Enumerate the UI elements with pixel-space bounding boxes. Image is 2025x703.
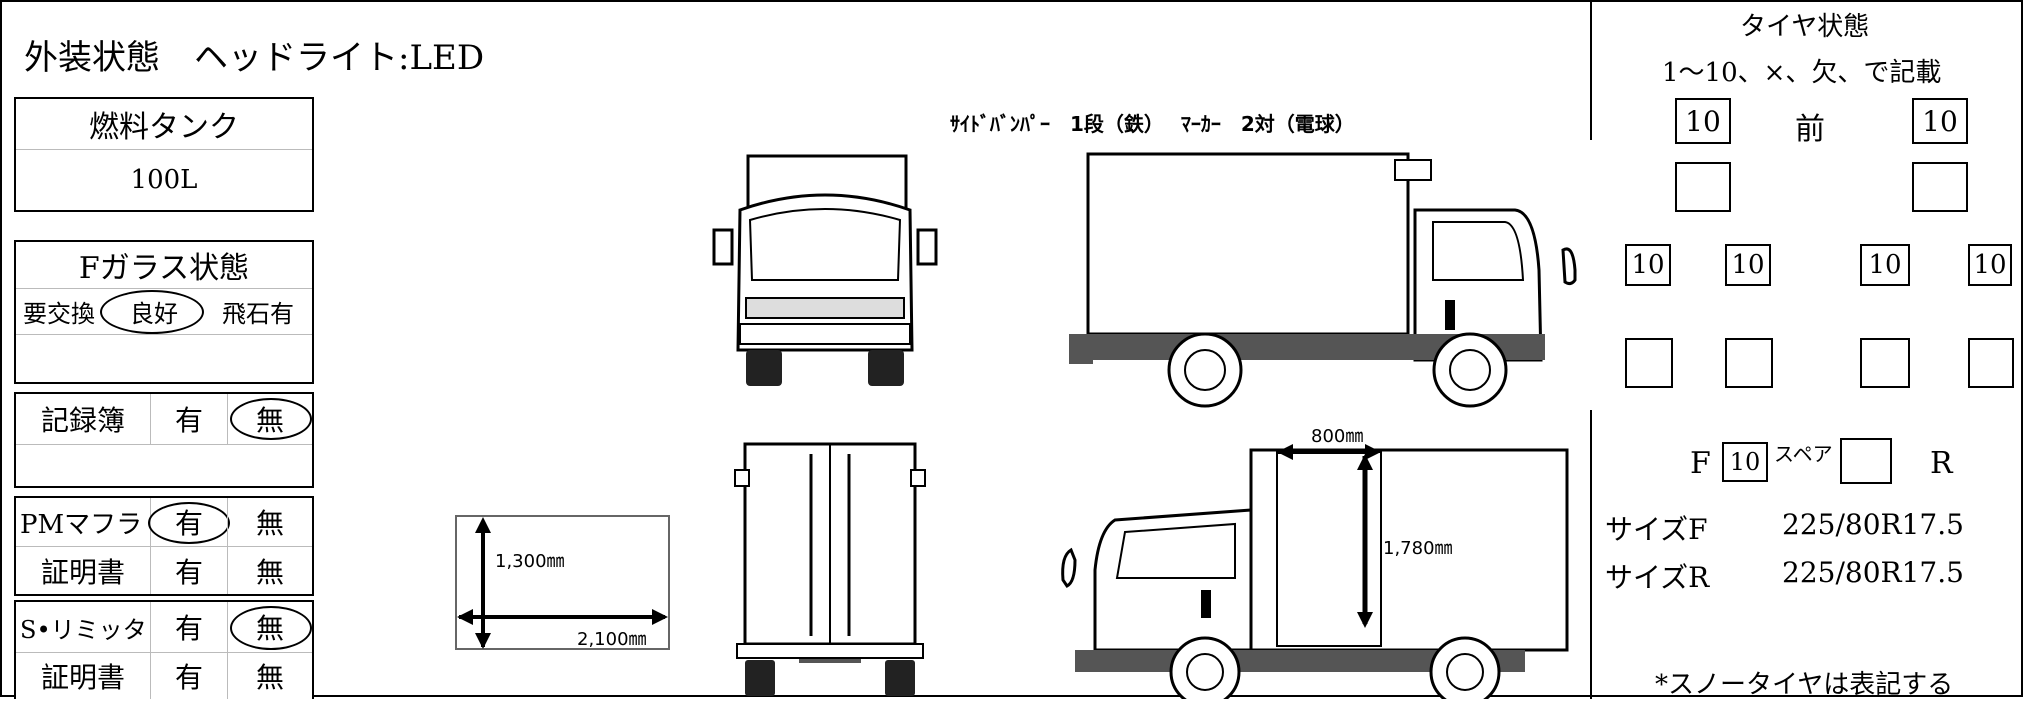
tire-front-label: 前 <box>1795 112 1825 147</box>
logbook-selected-circle <box>230 398 312 440</box>
pm-cert-yes[interactable]: 有 <box>174 555 203 589</box>
pm-cert-label: 証明書 <box>40 555 125 589</box>
spare-f-label: F <box>1690 446 1711 481</box>
size-r-value: 225/80R17.5 <box>1782 556 1964 589</box>
tire-section-divider-bottom <box>1590 410 1592 699</box>
tire-subtitle: 1～10、×、欠、で記載 <box>1662 58 1942 88</box>
tire-title: タイヤ状態 <box>1740 12 1870 42</box>
cargo-dimension-diagram: 1,300㎜ 2,100㎜ <box>455 515 670 650</box>
tire-rear-4[interactable]: 10 <box>1968 244 2012 286</box>
snow-tire-note: *スノータイヤは表記する <box>1655 670 1954 700</box>
tire-rear-3[interactable]: 10 <box>1860 244 1910 286</box>
logbook-box: 記録簿 有 無 <box>14 392 314 488</box>
tire-rear-5[interactable] <box>1625 338 1673 388</box>
front-glass-box: Fガラス状態 要交換 良好 飛石有 <box>14 240 314 384</box>
tire-rear-8[interactable] <box>1968 338 2014 388</box>
truck-side-view-right-image <box>1065 150 1590 410</box>
cargo-height-label: 1,300㎜ <box>495 551 565 572</box>
fuel-tank-value: 100L <box>130 165 198 195</box>
size-f-label: サイズF <box>1605 513 1708 546</box>
speed-limiter-selected-circle <box>230 606 312 650</box>
pm-muffler-box: PMマフラ 有 無 証明書 有 無 <box>14 496 314 596</box>
slimit-cert-no[interactable]: 無 <box>255 661 284 694</box>
door-width-label: 800㎜ <box>1311 426 1364 447</box>
cargo-width-label: 2,100㎜ <box>577 629 647 650</box>
glass-selected-circle <box>100 290 204 334</box>
spare-r-label: R <box>1930 446 1953 481</box>
tire-front-right-2[interactable] <box>1912 162 1968 212</box>
size-r-label: サイズR <box>1605 561 1710 594</box>
speed-limiter-yes[interactable]: 有 <box>174 612 203 645</box>
speed-limiter-box: S•リミッタ 有 無 証明書 有 無 <box>14 600 314 699</box>
truck-front-view-image <box>710 150 940 390</box>
spare-tire-value-2[interactable] <box>1840 438 1892 484</box>
pm-muffler-label: PMマフラ <box>20 509 143 540</box>
fuel-tank-box: 燃料タンク 100L <box>14 97 314 212</box>
logbook-label: 記録簿 <box>40 404 125 437</box>
spare-label: スペア <box>1774 442 1833 466</box>
tire-section-divider-top <box>1590 0 1592 140</box>
front-glass-label: Fガラス状態 <box>78 251 250 286</box>
glass-option-replace[interactable]: 要交換 <box>23 299 95 328</box>
pm-muffler-selected-circle <box>148 502 230 544</box>
tire-front-left-2[interactable] <box>1675 162 1731 212</box>
bumper-marker-text: ｻｲﾄﾞﾊﾞﾝﾊﾟｰ 1段（鉄） ﾏｰｶｰ 2対（電球） <box>950 112 1355 136</box>
truck-rear-view-image <box>725 440 935 699</box>
tire-rear-7[interactable] <box>1860 338 1910 388</box>
speed-limiter-label: S•リミッタ <box>20 615 147 644</box>
truck-side-view-left-image: 800㎜ 1,780㎜ <box>1055 420 1590 703</box>
tire-rear-2[interactable]: 10 <box>1725 244 1771 286</box>
pm-muffler-no[interactable]: 無 <box>255 507 284 540</box>
logbook-yes[interactable]: 有 <box>174 404 203 437</box>
spare-tire-value[interactable]: 10 <box>1722 442 1768 482</box>
slimit-cert-yes[interactable]: 有 <box>174 661 203 694</box>
tire-front-left[interactable]: 10 <box>1675 98 1731 144</box>
tire-rear-1[interactable]: 10 <box>1625 244 1671 286</box>
tire-front-right[interactable]: 10 <box>1912 98 1968 144</box>
page-title: 外装状態 ヘッドライト:LED <box>24 38 485 78</box>
pm-cert-no[interactable]: 無 <box>255 555 284 589</box>
fuel-tank-label: 燃料タンク <box>89 110 239 145</box>
door-height-label: 1,780㎜ <box>1383 538 1453 559</box>
slimit-cert-label: 証明書 <box>40 661 125 694</box>
size-f-value: 225/80R17.5 <box>1782 508 1964 541</box>
tire-rear-6[interactable] <box>1725 338 1773 388</box>
glass-option-chip[interactable]: 飛石有 <box>222 299 294 328</box>
